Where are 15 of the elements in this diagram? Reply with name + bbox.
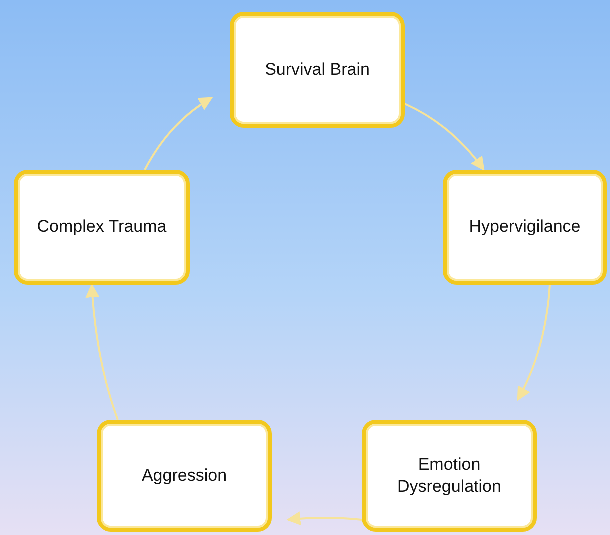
node-label: Hypervigilance xyxy=(469,216,581,238)
arrow xyxy=(404,103,485,172)
arrow xyxy=(86,284,119,420)
process-box xyxy=(443,170,607,285)
arrow xyxy=(144,97,214,170)
process-box xyxy=(362,420,537,532)
node-label: Complex Trauma xyxy=(37,216,167,238)
process-box xyxy=(230,12,405,128)
node-label: Aggression xyxy=(142,464,228,487)
node-label: Emotion Dysregulation xyxy=(396,454,502,498)
arrow xyxy=(286,512,362,526)
node-label: Survival Brain xyxy=(265,58,370,81)
process-box xyxy=(97,420,272,532)
arrow xyxy=(517,284,551,402)
process-box xyxy=(14,170,190,285)
